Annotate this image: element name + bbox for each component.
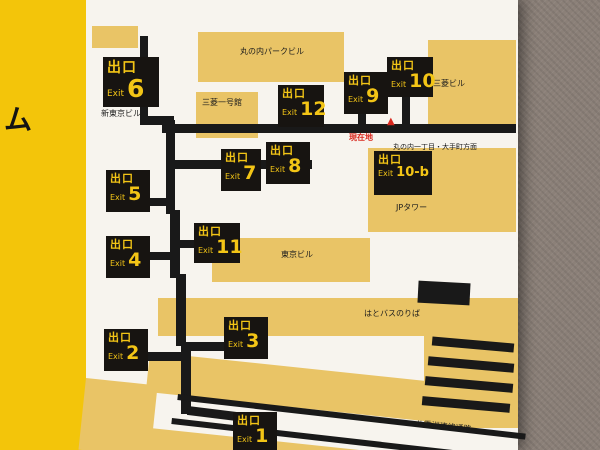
- exit-number: 1: [255, 425, 269, 447]
- exit-number: 7: [243, 162, 257, 184]
- label-direction-marunouchi-otemachi: 丸の内一丁目・大手町方面: [393, 143, 477, 151]
- walkway-segment: [170, 210, 180, 278]
- exit-en-label: Exit: [348, 95, 364, 104]
- exit-number: 9: [366, 85, 380, 107]
- partial-side-text: ム: [4, 103, 33, 136]
- label-jp-tower: JPタワー: [396, 203, 428, 212]
- building-footprint-block: [417, 280, 471, 306]
- exit-jp-label: 出口: [110, 238, 134, 251]
- exit-number: 6: [127, 74, 145, 103]
- label-shin-tokyo-building: 新東京ビル: [101, 109, 141, 118]
- walkway-stub-exit10: [402, 92, 410, 126]
- yellow-wall-strip: ム: [0, 0, 86, 450]
- building-wedge-bottomleft: [78, 378, 158, 450]
- walkway-stub-exit9: [358, 110, 366, 126]
- building-marunouchi-park: [198, 32, 344, 82]
- exit-jp-label: 出口: [270, 144, 294, 157]
- current-location-label: 現在地: [349, 133, 373, 142]
- building-mitsubishi: [428, 40, 516, 124]
- exit-en-label: Exit: [110, 193, 126, 202]
- exit-en-label: Exit: [225, 172, 241, 181]
- exit-en-label: Exit: [270, 165, 286, 174]
- walkway-branch-exit3: [184, 342, 230, 351]
- label-mitsubishi-building: 三菱ビル: [433, 79, 465, 88]
- exit-number: 4: [128, 249, 142, 271]
- exit-number: 3: [246, 330, 260, 352]
- exit-jp-label: 出口: [237, 414, 261, 427]
- exit-jp-label: 出口: [225, 151, 249, 164]
- exit-en-label: Exit: [391, 80, 407, 89]
- exit-number: 12: [300, 98, 327, 120]
- exit-jp-label: 出口: [228, 319, 252, 332]
- label-marunouchi-park-building: 丸の内パークビル: [240, 47, 304, 56]
- walkway-segment: [140, 116, 174, 125]
- exit-en-label: Exit: [108, 352, 124, 361]
- walkway-branch-exit2: [144, 352, 186, 361]
- exit-jp-label: 出口: [378, 153, 402, 166]
- walkway-main-corridor: [162, 124, 516, 133]
- exit-jp-label: 出口: [391, 59, 415, 72]
- walkway-segment: [166, 120, 175, 214]
- exit-en-label: Exit: [110, 259, 126, 268]
- exit-jp-label: 出口: [198, 225, 222, 238]
- exit-jp-label: 出口: [107, 60, 137, 76]
- exit-en-label: Exit: [237, 435, 253, 444]
- current-location-marker-icon: ▲: [387, 116, 395, 127]
- walkway-branch-exit4: [146, 252, 174, 260]
- exit-en-label: Exit: [107, 89, 125, 99]
- exit-number: 8: [288, 155, 302, 177]
- exit-number: 10-b: [396, 165, 429, 180]
- label-hato-bus-stop: はとバスのりば: [364, 309, 420, 318]
- exit-number: 11: [216, 236, 243, 258]
- walkway-segment: [176, 274, 186, 346]
- exit-jp-label: 出口: [110, 172, 134, 185]
- exit-number: 2: [126, 342, 140, 364]
- exit-jp-label: 出口: [108, 331, 132, 344]
- building-block-topleft: [92, 26, 138, 48]
- walkway-branch-exit11: [178, 240, 196, 248]
- exit-jp-label: 出口: [348, 74, 372, 87]
- exit-number: 10: [409, 70, 436, 92]
- exit-number: 5: [128, 183, 142, 205]
- label-tokyo-building: 東京ビル: [281, 250, 313, 259]
- walkway-segment: [181, 342, 191, 414]
- exit-en-label: Exit: [282, 108, 298, 117]
- exit-en-label: Exit: [198, 246, 214, 255]
- walkway-branch-exit5: [146, 198, 172, 206]
- exit-jp-label: 出口: [282, 87, 306, 100]
- label-ichigokan-building: 三菱一号館: [202, 98, 242, 107]
- exit-en-label: Exit: [228, 340, 244, 349]
- exit-en-label: Exit: [378, 169, 394, 178]
